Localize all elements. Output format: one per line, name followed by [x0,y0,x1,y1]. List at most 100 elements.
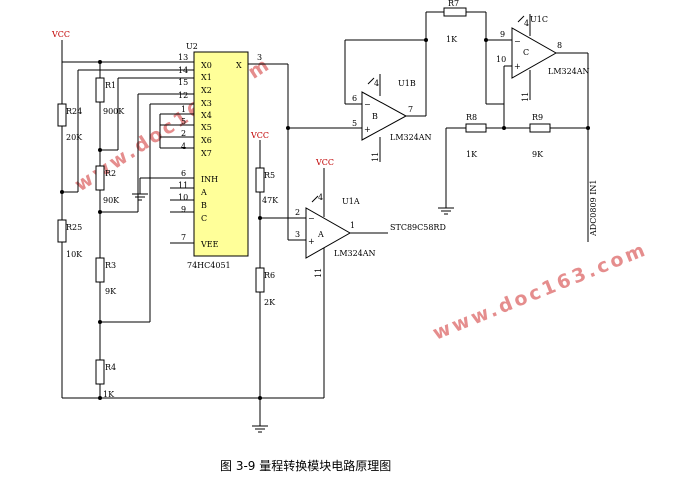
resistor-r1 [95,77,105,103]
u1b-pin-out: 7 [408,105,413,114]
resistor-r3 [95,257,105,283]
junction-mux-out [286,126,290,130]
opamp-u1a [260,168,388,399]
label-r2-ref: R2 [105,169,116,178]
resistor-r2 [95,165,105,191]
u1a-plus-sign: + [308,237,315,246]
gain-network [438,123,588,215]
mux-chip-body [193,51,249,257]
u1b-minus-sign: − [364,100,371,109]
resistor-r8 [465,123,487,133]
label-r25-ref: R25 [66,223,82,232]
label-r24-value: 20K [66,133,83,142]
mux-pin-name-x6: X6 [201,136,212,145]
mux-pin-num-x: 3 [257,53,262,62]
mux-input-wires [62,61,194,323]
junction-ladder-x2 [98,148,102,152]
mux-pin-num-x6: 2 [181,129,186,138]
mux-pin-name-x7: X7 [201,149,212,158]
vcc-label-r5: VCC [250,131,269,140]
junction-ladder-x0 [98,60,102,64]
u1b-ref-label: U1B [398,79,416,88]
u1a-pin-out: 1 [350,221,355,230]
label-r7-ref: R7 [448,0,459,8]
resistor-r6 [255,267,265,293]
u1a-unit-label: A [317,230,324,239]
mux-pin-num-x5: 5 [181,117,186,126]
vcc-label-left: VCC [51,30,70,39]
junction-u1b-feedback [424,38,428,42]
junction-ladder-x4 [98,320,102,324]
mux-pin-name-x4: X4 [201,111,212,120]
mux-pin-num-x1: 14 [178,66,188,75]
resistor-r7 [443,7,467,17]
resistor-r9 [529,123,551,133]
u1a-ref-label: U1A [342,197,360,206]
junction-ladder-x3 [98,210,102,214]
mux-pin-num-inh: 6 [181,169,186,178]
vcc-label-u1a: VCC [315,158,334,167]
mux-pin-name-x3: X3 [201,99,212,108]
label-r7-value: 1K [446,35,458,44]
u1a-pin-gnd: 11 [314,268,323,278]
junction-bottom-r4 [98,396,102,400]
u1a-pin-minus: 2 [295,208,300,217]
mux-output-net [248,63,345,168]
mux-pin-num-a: 11 [178,181,188,190]
adc-net-label: ADC0809 IN1 [589,180,598,237]
label-r2-value: 90K [103,196,120,205]
label-r4-value: 1K [103,390,115,399]
mux-part-label: 74HC4051 [187,261,231,270]
mux-pin-num-b: 10 [178,193,188,202]
mux-pin-name-x: X [236,61,242,70]
mux-pin-num-x7: 4 [181,142,186,151]
label-r1-ref: R1 [105,81,116,90]
mux-pin-name-c: C [201,214,207,223]
resistor-r24 [57,103,67,127]
mux-pin-name-a: A [200,188,207,197]
mux-pin-name-b: B [201,201,207,210]
mux-pin-num-c: 9 [181,205,186,214]
label-r5-value: 47K [262,196,279,205]
label-r6-value: 2K [264,298,276,307]
label-r25-value: 10K [66,250,83,259]
resistor-r25 [57,219,67,243]
mux-pin-name-x2: X2 [201,86,212,95]
mux-pin-num-x2: 15 [178,78,188,87]
u1b-pin-vcc: 4 [374,79,379,88]
junction-left-x1 [60,190,64,194]
mux-pin-name-inh: INH [201,175,218,184]
junction-r5-r6 [258,216,262,220]
u1c-pin-gnd: 11 [521,92,530,102]
u1b-pin-minus: 6 [352,94,357,103]
opamp-u1c [486,14,589,242]
divider-range-ladder [95,62,105,398]
label-r24-ref: R24 [66,107,82,116]
junction-r7-out [484,38,488,42]
u1c-pin-vcc: 4 [524,19,529,28]
u1a-pin-vcc: 4 [318,193,323,202]
u1c-ref-label: U1C [530,15,548,24]
mcu-net-label: STC89C58RD [390,223,446,232]
u1b-unit-label: B [372,112,378,121]
mux-pin-name-vee: VEE [200,240,219,249]
mux-pin-name-x1: X1 [201,73,212,82]
figure-caption: 图 3-9 量程转换模块电路原理图 [220,458,391,473]
divider-left-column [57,40,260,399]
u1c-part-label: LM324AN [548,67,590,76]
mux-pin-num-vee: 7 [181,233,186,242]
opamp-u1b [344,12,427,162]
u1c-minus-sign: − [514,37,521,46]
resistor-r4 [95,359,105,385]
mux-pin-name-x0: X0 [201,61,212,70]
mux-pin-name-x5: X5 [201,123,212,132]
label-r6-ref: R6 [264,271,275,280]
label-r3-ref: R3 [105,261,116,270]
u1c-pin-plus: 10 [496,55,506,64]
reference-divider [252,140,268,433]
label-r8-value: 1K [466,150,478,159]
u1c-pin-minus: 9 [500,30,505,39]
label-r9-value: 9K [532,150,544,159]
u1b-pin-plus: 5 [352,119,357,128]
